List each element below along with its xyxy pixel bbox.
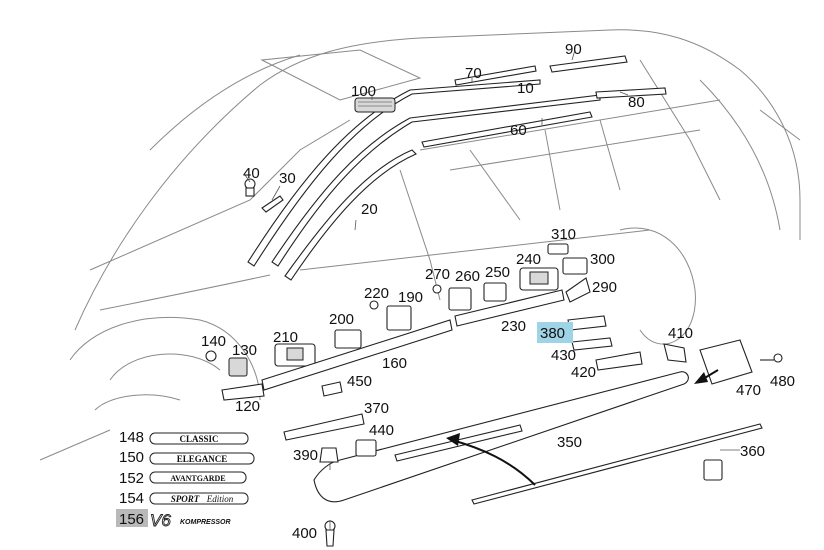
clips-row [205,243,687,377]
callout-450: 450 [347,373,372,390]
clip-100 [354,97,396,113]
badge-classic: CLASSIC [149,432,249,445]
bracket-30 [261,195,284,213]
callout-400: 400 [292,525,317,542]
badge-elegance: ELEGANCE [149,452,255,465]
callout-10: 10 [517,80,534,97]
leader-lines [244,49,740,530]
badge-classic-text: CLASSIC [179,434,218,444]
callout-220: 220 [364,285,389,302]
door-mouldings [221,289,565,401]
callout-350: 350 [557,434,582,451]
callout-120: 120 [235,398,260,415]
callout-80: 80 [628,94,645,111]
callout-430: 430 [551,347,576,364]
callout-230: 230 [501,318,526,335]
callout-250: 250 [485,264,510,281]
callout-260: 260 [455,268,480,285]
callout-240: 240 [516,251,541,268]
callout-200: 200 [329,311,354,328]
callout-210: 210 [273,329,298,346]
callout-130: 130 [232,342,257,359]
callout-40: 40 [243,165,260,182]
badge-v6-kompressor: V6 KOMPRESSOR [150,511,231,531]
callout-154: 154 [119,490,144,507]
callout-156: 156 [119,511,144,528]
callout-160: 160 [382,355,407,372]
callout-100: 100 [351,83,376,100]
callout-370: 370 [364,400,389,417]
callout-labels: 90 70 10 80 100 60 40 30 20 310 240 300 … [119,41,795,542]
badge-avantgarde-text: AVANTGARDE [170,474,225,483]
callout-300: 300 [590,251,615,268]
callout-440: 440 [369,422,394,439]
callout-410: 410 [668,325,693,342]
callout-30: 30 [279,170,296,187]
badge-v6-text: V6 [150,511,171,530]
callout-380: 380 [540,325,565,342]
callout-420: 420 [571,364,596,381]
rocker-panel [283,371,763,505]
callout-480: 480 [770,373,795,390]
callout-290: 290 [592,279,617,296]
callout-270: 270 [425,266,450,283]
callout-470: 470 [736,382,761,399]
arrows [446,369,719,486]
callout-70: 70 [465,65,482,82]
bolt-40 [244,178,256,197]
highlight-156 [116,509,148,527]
roof-trims [247,55,667,281]
badge-sport-text: SPORT [171,494,200,504]
highlight-380 [537,322,573,343]
callout-390: 390 [293,447,318,464]
car-body-outline [39,29,801,461]
callout-150: 150 [119,449,144,466]
callout-60: 60 [510,122,527,139]
badge-avantgarde: AVANTGARDE [149,471,247,484]
badge-kompressor-text: KOMPRESSOR [180,519,231,526]
callout-310: 310 [551,226,576,243]
badge-elegance-text: ELEGANCE [177,454,228,464]
badge-edition-text: Edition [206,494,234,504]
callout-190: 190 [398,289,423,306]
callout-20: 20 [361,201,378,218]
callout-152: 152 [119,470,144,487]
badge-sport-edition: SPORT Edition [149,492,249,505]
callout-90: 90 [565,41,582,58]
callout-360: 360 [740,443,765,460]
callout-148: 148 [119,429,144,446]
callout-140: 140 [201,333,226,350]
